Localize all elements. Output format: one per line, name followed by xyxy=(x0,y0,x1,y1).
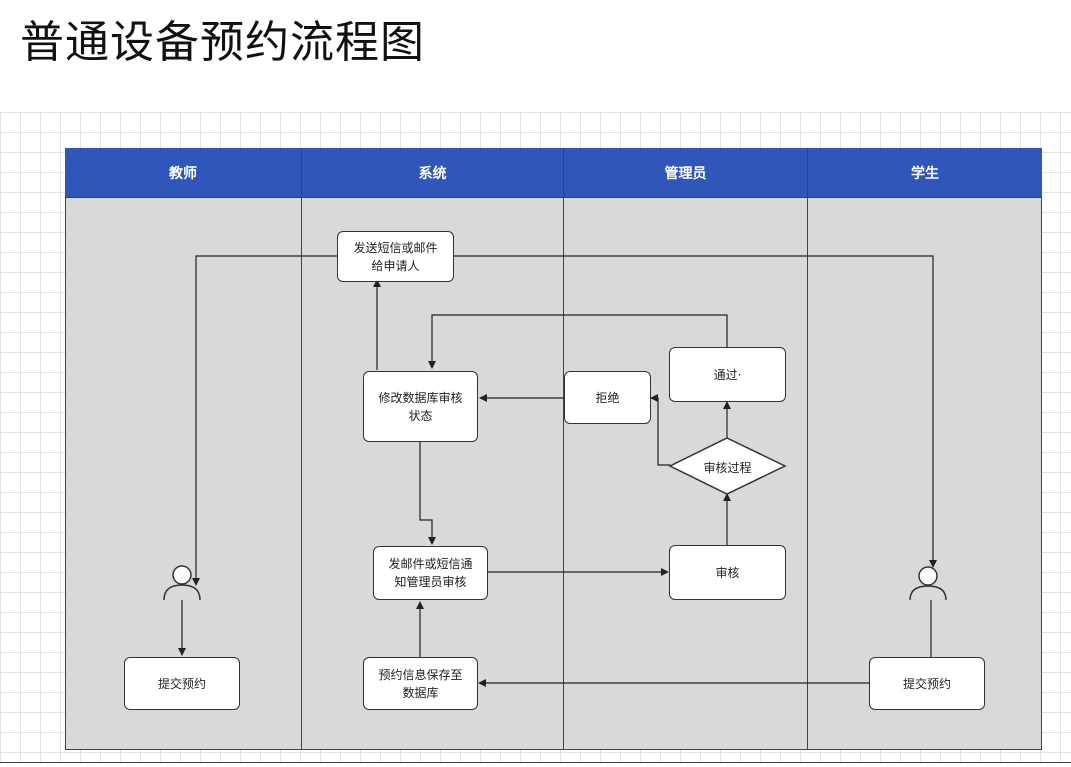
lane-system: 系统 xyxy=(302,148,564,750)
decision-diamond xyxy=(668,437,787,495)
node-student-submit: 提交预约 xyxy=(869,657,985,710)
edge-pass-to-modify xyxy=(428,314,728,369)
lane-header-system: 系统 xyxy=(302,148,563,198)
lane-student: 学生 xyxy=(808,148,1042,750)
node-send-sms: 发送短信或邮件 给申请人 xyxy=(337,231,454,282)
node-review: 审核 xyxy=(669,545,786,600)
node-notify-admin: 发邮件或短信通 知管理员审核 xyxy=(373,546,488,600)
lane-admin: 管理员 xyxy=(564,148,808,750)
node-save-db: 预约信息保存至 数据库 xyxy=(363,657,478,710)
node-pass: 通过· xyxy=(669,347,786,402)
divider xyxy=(0,762,1071,763)
node-teacher-submit: 提交预约 xyxy=(124,657,240,710)
edge-process-to-reject xyxy=(650,394,670,466)
node-modify-db: 修改数据库审核 状态 xyxy=(363,371,478,442)
page-title: 普通设备预约流程图 xyxy=(20,17,425,68)
edge-sms-to-teacher xyxy=(192,255,337,586)
edge-sms-to-student xyxy=(454,255,937,568)
node-review-process-label: 审核过程 xyxy=(703,460,752,475)
person-icon xyxy=(163,565,201,601)
lane-header-teacher: 教师 xyxy=(65,148,301,198)
lane-header-admin: 管理员 xyxy=(564,148,807,198)
edge-modify-to-notify xyxy=(419,442,436,545)
person-icon xyxy=(909,566,947,601)
lane-header-student: 学生 xyxy=(808,148,1042,198)
node-reject: 拒绝 xyxy=(564,371,651,424)
lane-teacher: 教师 xyxy=(65,148,302,750)
